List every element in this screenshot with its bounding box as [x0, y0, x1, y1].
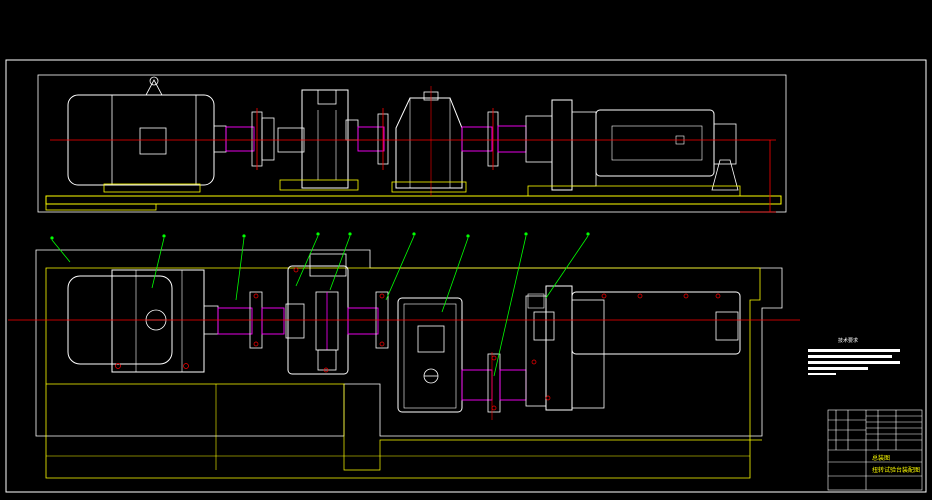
- coupling-2-elevation: [357, 108, 389, 170]
- bolt-holes: [115, 267, 721, 411]
- leader-lines: [51, 235, 589, 377]
- leader-tags: [50, 232, 590, 240]
- drawing-frame: [5, 59, 927, 493]
- motor-plan: [67, 269, 219, 373]
- technical-notes: 技术要求: [808, 337, 900, 375]
- torque-sensor-elevation: [277, 89, 359, 191]
- title-block-name: 总装图: [872, 454, 890, 462]
- elevation-frame-outline: [37, 74, 787, 213]
- coupling-3-elevation: [461, 108, 527, 170]
- height-dimension: [740, 139, 776, 213]
- gearbox-elevation: [391, 86, 467, 196]
- coupling-3-plan: [461, 353, 527, 413]
- gearbox-plan: [397, 297, 463, 413]
- elevation-baseplate-step: [45, 203, 157, 211]
- front-elevation-view: [37, 74, 787, 213]
- motor-elevation: [67, 76, 227, 193]
- title-block: [827, 409, 923, 491]
- coupling-1-elevation: [225, 108, 275, 170]
- elevation-baseplate: [45, 195, 782, 205]
- plan-view: [8, 249, 800, 479]
- specimen-housing-elevation: [525, 99, 741, 197]
- specimen-housing-plan: [525, 285, 741, 411]
- plan-base-frame: [45, 267, 761, 479]
- notes-heading: 技术要求: [838, 337, 858, 344]
- title-block-drawing-title: 扭转试验台装配图: [872, 466, 920, 474]
